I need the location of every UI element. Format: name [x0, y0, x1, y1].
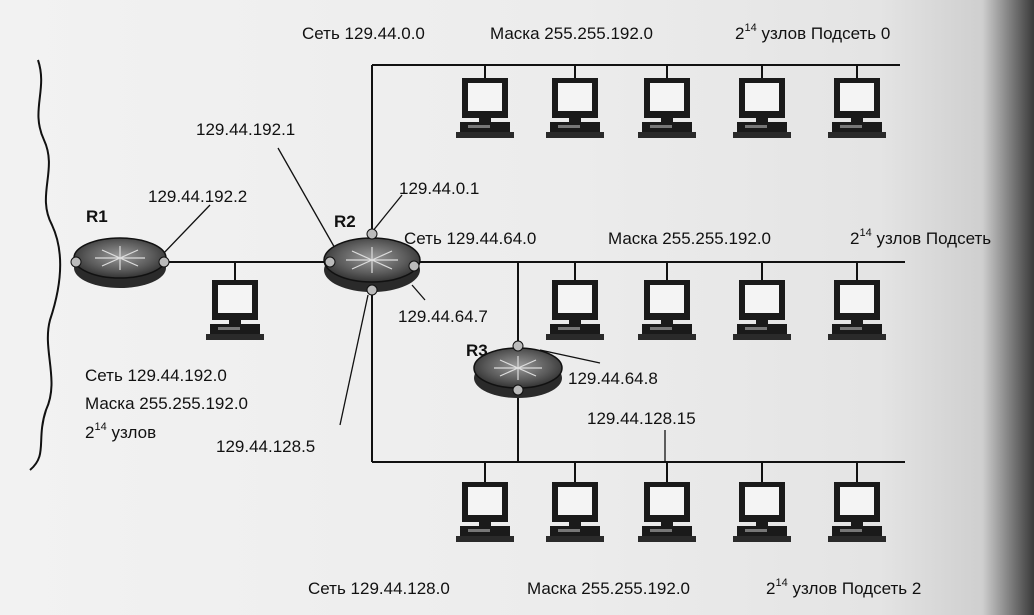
- pointer-r2-left: [277, 147, 337, 251]
- ip-r3-bottom: 129.44.128.15: [587, 409, 696, 428]
- subnet1-mask: Маска 255.255.192.0: [608, 229, 772, 248]
- computer-icon: [733, 78, 791, 138]
- subnet1-hosts-label: 214 узлов Подсеть: [850, 227, 992, 248]
- subnet2-mask: Маска 255.255.192.0: [527, 579, 691, 598]
- computer-icon: [456, 482, 514, 542]
- pointer-r2-top: [371, 194, 403, 233]
- computer-icon: [638, 78, 696, 138]
- router-r3-label: R3: [466, 341, 488, 360]
- computer-icon: [546, 280, 604, 340]
- pointer-r1-right: [161, 204, 211, 256]
- computer-icon: [828, 482, 886, 542]
- router-r2-label: R2: [334, 212, 356, 231]
- subnet0-hosts: [456, 65, 886, 138]
- ip-r2-right: 129.44.64.7: [398, 307, 488, 326]
- computer-icon: [638, 280, 696, 340]
- computer-icon: [546, 482, 604, 542]
- router-r1-icon: [70, 237, 170, 288]
- subnet0-net: Сеть 129.44.0.0: [302, 24, 425, 43]
- subnet-left-hosts: 214 узлов: [85, 421, 157, 442]
- subnet2-net: Сеть 129.44.128.0: [308, 579, 450, 598]
- ip-r2-left: 129.44.192.1: [196, 120, 296, 139]
- computer-icon: [733, 482, 791, 542]
- subnet2-hosts-label: 214 узлов Подсеть 2: [766, 577, 922, 598]
- subnet-left-net: Сеть 129.44.192.0: [85, 366, 227, 385]
- subnet0-mask: Маска 255.255.192.0: [490, 24, 654, 43]
- router-r3-icon: [473, 340, 563, 398]
- computer-icon: [456, 78, 514, 138]
- subnet2-hosts: [456, 462, 886, 542]
- subnet1-hosts: [206, 262, 886, 340]
- pointer-r3-top: [539, 349, 601, 364]
- subnet1-net: Сеть 129.44.64.0: [404, 229, 537, 248]
- computer-icon: [638, 482, 696, 542]
- subnet-left-mask: Маска 255.255.192.0: [85, 394, 249, 413]
- computer-icon: [828, 280, 886, 340]
- ip-r2-top: 129.44.0.1: [399, 179, 480, 198]
- computer-icon: [828, 78, 886, 138]
- pointer-r2-right: [411, 284, 426, 301]
- ip-r3-top: 129.44.64.8: [568, 369, 658, 388]
- ip-r2-bottom: 129.44.128.5: [216, 437, 316, 456]
- computer-icon: [206, 280, 264, 340]
- network-boundary: [29, 59, 62, 471]
- router-r2-icon: [323, 228, 421, 296]
- computer-icon: [733, 280, 791, 340]
- pointer-r2-bottom: [339, 294, 369, 426]
- ip-r1-right: 129.44.192.2: [148, 187, 248, 206]
- subnet0-hosts-label: 214 узлов Подсеть 0: [735, 22, 891, 43]
- router-r1-label: R1: [86, 207, 108, 226]
- computer-icon: [546, 78, 604, 138]
